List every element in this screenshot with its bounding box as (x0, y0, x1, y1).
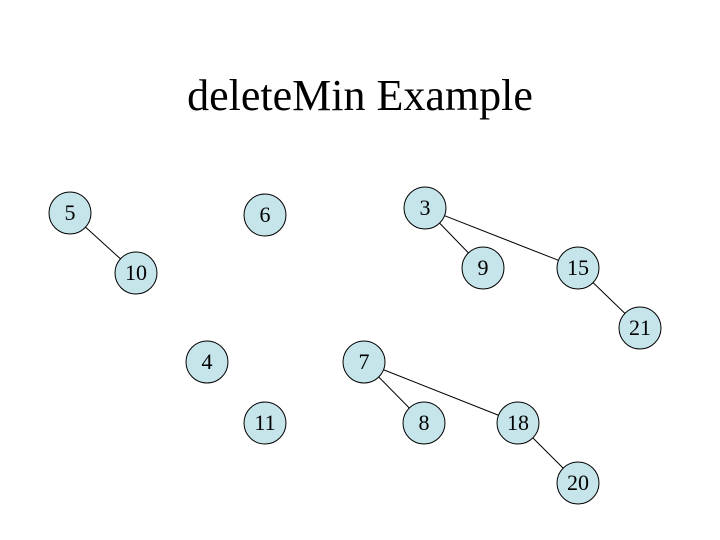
node-circle (461, 246, 505, 290)
node-label: 15 (567, 255, 589, 280)
node-circle (342, 340, 386, 384)
node-18: 18 (496, 401, 540, 445)
node-circle (556, 246, 600, 290)
node-5: 5 (48, 191, 92, 235)
node-label: 9 (478, 255, 489, 280)
edge-n3-n9 (439, 222, 469, 254)
node-3: 3 (403, 186, 447, 230)
edge-n15-n21 (592, 282, 626, 314)
edge-n7-n8 (378, 376, 410, 409)
node-label: 8 (419, 410, 430, 435)
node-label: 18 (507, 410, 529, 435)
node-label: 5 (65, 200, 76, 225)
node-circle (48, 191, 92, 235)
node-circle (556, 461, 600, 505)
edge-n18-n20 (532, 437, 564, 469)
edges-layer (85, 215, 626, 469)
node-11: 11 (243, 401, 287, 445)
node-20: 20 (556, 461, 600, 505)
node-circle (243, 401, 287, 445)
node-9: 9 (461, 246, 505, 290)
node-label: 10 (125, 260, 147, 285)
node-circle (185, 340, 229, 384)
diagram-title: deleteMin Example (187, 71, 533, 120)
node-label: 21 (629, 315, 651, 340)
node-circle (496, 401, 540, 445)
edge-n3-n15 (444, 215, 559, 261)
node-label: 20 (567, 470, 589, 495)
node-circle (243, 193, 287, 237)
node-circle (403, 186, 447, 230)
node-4: 4 (185, 340, 229, 384)
node-circle (114, 251, 158, 295)
node-circle (402, 401, 446, 445)
node-label: 6 (260, 202, 271, 227)
node-label: 7 (359, 349, 370, 374)
node-7: 7 (342, 340, 386, 384)
node-10: 10 (114, 251, 158, 295)
node-label: 11 (254, 410, 275, 435)
node-label: 4 (202, 349, 213, 374)
edge-n7-n18 (383, 369, 499, 416)
nodes-layer: 5 6 3 10 9 15 21 4 7 11 8 18 20 (48, 186, 662, 505)
node-21: 21 (618, 306, 662, 350)
node-8: 8 (402, 401, 446, 445)
edge-n5-n10 (85, 226, 121, 260)
node-label: 3 (420, 195, 431, 220)
node-15: 15 (556, 246, 600, 290)
node-circle (618, 306, 662, 350)
node-6: 6 (243, 193, 287, 237)
